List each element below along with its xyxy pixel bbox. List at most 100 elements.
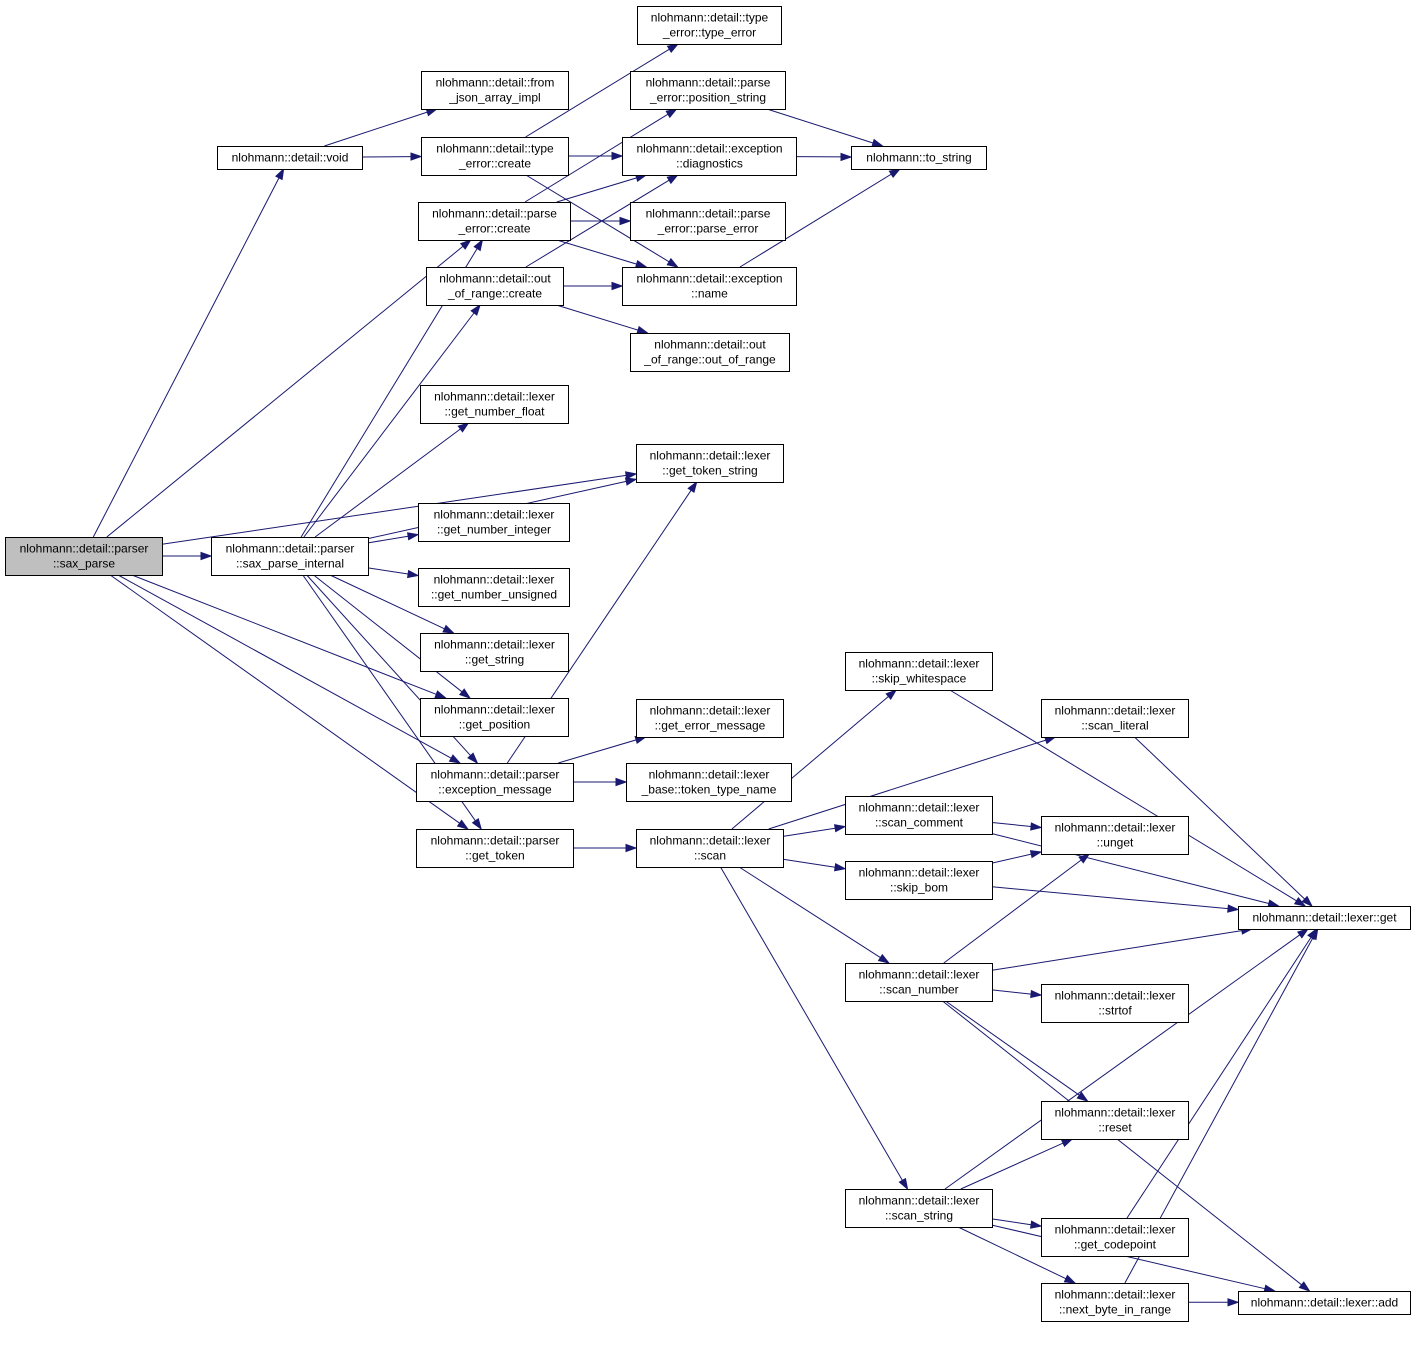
- node-label-line: ::get_string: [465, 653, 524, 667]
- node-get-number-integer[interactable]: nlohmann::detail::lexer::get_number_inte…: [418, 503, 570, 542]
- edge-sax_parse-to-get_token: [109, 574, 470, 830]
- node-get-codepoint[interactable]: nlohmann::detail::lexer::get_codepoint: [1041, 1218, 1189, 1257]
- node-scan[interactable]: nlohmann::detail::lexer::scan: [636, 829, 784, 868]
- node-from-json-array-impl[interactable]: nlohmann::detail::from_json_array_impl: [421, 71, 569, 110]
- arrowhead-icon: [634, 259, 648, 269]
- node-unget[interactable]: nlohmann::detail::lexer::unget: [1041, 816, 1189, 855]
- node-label-line: ::scan_comment: [875, 816, 964, 830]
- node-label-line: _error::create: [457, 222, 530, 236]
- edge-line: [782, 827, 836, 837]
- node-box: [420, 698, 569, 737]
- edge-sax_parse-to-get_position: [131, 574, 448, 699]
- edge-line: [324, 111, 428, 147]
- edge-line: [558, 739, 637, 764]
- node-box: [1041, 1101, 1189, 1140]
- node-skip-whitespace[interactable]: nlohmann::detail::lexer::skip_whitespace: [845, 652, 993, 691]
- edge-sax_parse_internal-to-get_number_integer: [367, 532, 420, 544]
- node-parse-error-create[interactable]: nlohmann::detail::parse_error::create: [418, 202, 571, 241]
- node-type-error-type-error[interactable]: nlohmann::detail::type_error::type_error: [637, 6, 782, 45]
- node-exception-name[interactable]: nlohmann::detail::exception::name: [622, 267, 797, 306]
- edge-out_of_range_create-to-exception_name: [563, 281, 624, 291]
- node-label-line: _error::type_error: [662, 26, 756, 40]
- node-label-line: nlohmann::detail::void: [232, 151, 349, 165]
- node-strtof[interactable]: nlohmann::detail::lexer::strtof: [1041, 984, 1189, 1023]
- node-scan-literal[interactable]: nlohmann::detail::lexer::scan_literal: [1041, 699, 1189, 738]
- node-box: [5, 537, 163, 576]
- node-out-of-range-create[interactable]: nlohmann::detail::out_of_range::create: [426, 267, 564, 306]
- node-scan-comment[interactable]: nlohmann::detail::lexer::scan_comment: [845, 796, 993, 835]
- node-get-token-string[interactable]: nlohmann::detail::lexer::get_token_strin…: [636, 444, 784, 483]
- arrowhead-icon: [636, 325, 650, 334]
- arrowhead-icon: [458, 688, 472, 699]
- node-sax-parse-internal[interactable]: nlohmann::detail::parser::sax_parse_inte…: [211, 537, 369, 576]
- node-get-position[interactable]: nlohmann::detail::lexer::get_position: [420, 698, 569, 737]
- node-next-byte-in-range[interactable]: nlohmann::detail::lexer::next_byte_in_ra…: [1041, 1283, 1189, 1322]
- node-get-number-float[interactable]: nlohmann::detail::lexer::get_number_floa…: [420, 385, 569, 424]
- node-box: [217, 146, 363, 170]
- node-label-line: ::scan_string: [885, 1209, 953, 1223]
- node-to-string[interactable]: nlohmann::to_string: [851, 146, 987, 170]
- edge-line: [303, 312, 475, 538]
- node-label-line: nlohmann::detail::lexer: [434, 638, 555, 652]
- node-lexer-add[interactable]: nlohmann::detail::lexer::add: [1238, 1291, 1411, 1315]
- node-reset[interactable]: nlohmann::detail::lexer::reset: [1041, 1101, 1189, 1140]
- edge-line: [109, 574, 460, 824]
- node-box: [420, 385, 569, 424]
- arrowhead-icon: [877, 953, 891, 964]
- node-skip-bom[interactable]: nlohmann::detail::lexer::skip_bom: [845, 861, 993, 900]
- arrowhead-icon: [407, 569, 420, 579]
- node-sax-parse[interactable]: nlohmann::detail::parser::sax_parse: [5, 537, 163, 576]
- edge-sax_parse_internal-to-get_string: [329, 574, 455, 634]
- arrowhead-icon: [1293, 896, 1307, 907]
- edge-line: [1134, 736, 1306, 900]
- node-label-line: nlohmann::detail::lexer: [1055, 1223, 1176, 1237]
- node-label-line: nlohmann::detail::type: [651, 11, 769, 25]
- edge-line: [556, 239, 637, 265]
- edge-line: [525, 48, 670, 138]
- edge-scan-to-skip_whitespace: [731, 689, 898, 830]
- edge-line: [991, 886, 1229, 910]
- edge-out_of_range_create-to-exception_diagnostics: [525, 174, 679, 268]
- edge-line: [106, 245, 464, 538]
- node-scan-number[interactable]: nlohmann::detail::lexer::scan_number: [845, 963, 993, 1002]
- node-box: [845, 1189, 993, 1228]
- arrowhead-icon: [1078, 853, 1091, 864]
- edge-line: [131, 574, 437, 695]
- edge-scan_comment-to-unget: [991, 822, 1043, 831]
- node-out-of-range-out-of-range[interactable]: nlohmann::detail::out_of_range::out_of_r…: [630, 333, 790, 372]
- edge-exception_name-to-to_string: [739, 168, 902, 268]
- arrowhead-icon: [615, 777, 628, 787]
- node-token-type-name[interactable]: nlohmann::detail::lexer_base::token_type…: [626, 763, 792, 802]
- edge-scan-to-scan_number: [738, 866, 891, 964]
- edge-scan-to-scan_string: [720, 866, 909, 1191]
- node-get-error-message[interactable]: nlohmann::detail::lexer::get_error_messa…: [636, 699, 784, 738]
- node-get-token[interactable]: nlohmann::detail::parser::get_token: [416, 829, 574, 868]
- edge-exception_message-to-get_error_message: [558, 735, 648, 764]
- edge-line: [739, 173, 892, 268]
- node-get-string[interactable]: nlohmann::detail::lexer::get_string: [420, 633, 569, 672]
- edge-line: [991, 833, 1269, 904]
- node-parse-error-position-string[interactable]: nlohmann::detail::parse_error::position_…: [630, 71, 786, 110]
- edge-next_byte_in_range-to-lexer_add: [1187, 1298, 1240, 1307]
- node-label-line: nlohmann::detail::lexer::add: [1251, 1296, 1398, 1310]
- node-box: [636, 829, 784, 868]
- node-void[interactable]: nlohmann::detail::void: [217, 146, 363, 170]
- node-exception-diagnostics[interactable]: nlohmann::detail::exception::diagnostics: [622, 137, 797, 176]
- arrowhead-icon: [611, 281, 624, 291]
- node-type-error-create[interactable]: nlohmann::detail::type_error::create: [421, 137, 569, 176]
- node-scan-string[interactable]: nlohmann::detail::lexer::scan_string: [845, 1189, 993, 1228]
- node-get-number-unsigned[interactable]: nlohmann::detail::lexer::get_number_unsi…: [418, 568, 570, 607]
- node-parse-error-parse-error[interactable]: nlohmann::detail::parse_error::parse_err…: [630, 202, 786, 241]
- node-label-line: ::skip_bom: [890, 881, 948, 895]
- edge-get_token-to-scan: [573, 843, 638, 853]
- node-label-line: ::get_codepoint: [1074, 1238, 1157, 1252]
- edge-scan_number-to-lexer_get: [991, 926, 1254, 971]
- edge-scan-to-scan_comment: [782, 824, 847, 837]
- node-exception-message[interactable]: nlohmann::detail::parser::exception_mess…: [416, 763, 574, 802]
- node-lexer-get[interactable]: nlohmann::detail::lexer::get: [1238, 906, 1411, 930]
- node-box: [416, 829, 574, 868]
- edge-line: [731, 696, 889, 830]
- edge-sax_parse_internal-to-get_number_unsigned: [367, 567, 420, 579]
- edge-parse_error_create-to-parse_error_parse_error: [570, 216, 632, 226]
- node-box: [426, 267, 564, 306]
